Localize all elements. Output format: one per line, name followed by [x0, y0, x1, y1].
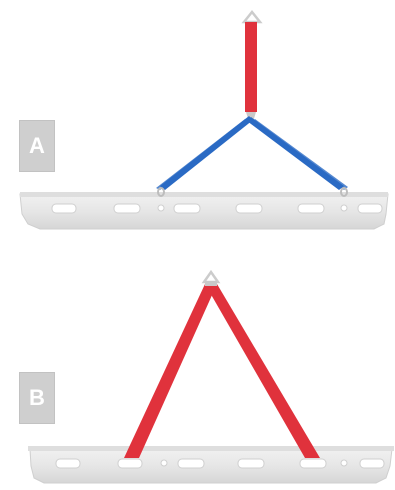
junction-hook-b	[205, 281, 217, 286]
tray-a	[19, 192, 389, 230]
top-ring-b	[201, 269, 221, 284]
tray-b	[28, 446, 394, 484]
panel-b	[28, 269, 394, 484]
bridle-legs-a	[156, 116, 348, 190]
sling-legs-b	[124, 284, 320, 458]
panel-b-label: B	[19, 372, 55, 424]
top-ring-a	[241, 9, 263, 24]
panel-a-label: A	[19, 120, 55, 172]
shackles-a	[157, 187, 348, 197]
top-sling-a	[245, 22, 257, 112]
panel-a	[19, 9, 389, 230]
